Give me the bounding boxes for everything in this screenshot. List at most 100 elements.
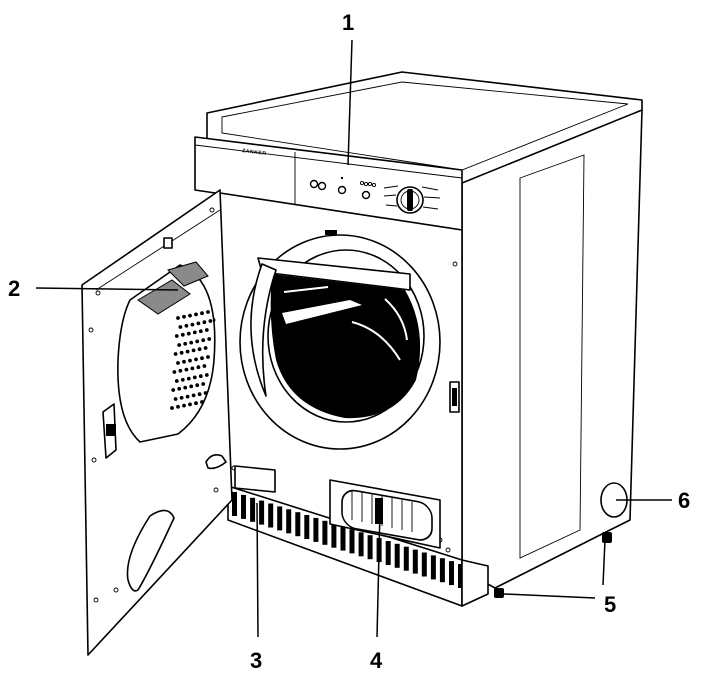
filter-hole	[183, 385, 188, 390]
filter-hole	[174, 334, 179, 338]
program-button-mid[interactable]	[337, 185, 347, 195]
grille-slot	[358, 532, 364, 557]
dryer-door[interactable]	[81, 189, 233, 656]
filter-hole	[188, 358, 192, 363]
grille-slot	[304, 515, 310, 539]
option-led-row	[359, 180, 377, 188]
grille-slot	[349, 529, 355, 554]
filter-hole	[184, 323, 189, 328]
filter-hole	[204, 373, 209, 377]
filter-hole	[179, 350, 184, 355]
grille-slot	[250, 497, 256, 522]
filter-hole	[177, 386, 182, 391]
filter-hole	[207, 337, 212, 341]
grille-slot	[241, 494, 246, 519]
filter-hole	[182, 314, 186, 319]
grille-slot	[421, 552, 427, 577]
filter-hole	[198, 329, 203, 334]
control-panel-details: ZANKER	[242, 148, 441, 214]
filter-hole	[192, 375, 197, 380]
grille-slot	[367, 535, 373, 560]
callout-1: 1	[342, 10, 354, 35]
grille-slot	[232, 492, 237, 516]
grille-slot	[403, 546, 409, 571]
filter-hole	[191, 348, 196, 353]
grille-slot	[439, 558, 445, 583]
filter-hole	[183, 341, 188, 346]
program-button-right[interactable]	[361, 190, 371, 200]
filter-hole	[185, 349, 190, 354]
filter-hole	[192, 330, 197, 335]
rating-plate	[234, 465, 276, 493]
filter-hole	[201, 382, 206, 386]
callout-leaders	[35, 39, 672, 638]
filter-hole	[198, 374, 203, 379]
filter-hole	[176, 404, 180, 409]
side-recess	[519, 154, 585, 559]
grille-slot	[394, 543, 400, 568]
filter-hole	[204, 328, 209, 332]
filter-hole	[178, 368, 183, 373]
door-hinge-lower	[205, 454, 227, 470]
foot-rear	[602, 532, 612, 543]
filter-hole	[170, 406, 174, 410]
filter-hole	[200, 311, 204, 316]
filter-hole	[189, 340, 194, 345]
door-filter-housing	[117, 261, 216, 443]
grille-slot	[286, 509, 292, 534]
filter-hole	[202, 364, 207, 368]
grille-slot	[331, 523, 337, 548]
filter-hole	[174, 379, 179, 383]
program-button-left[interactable]	[317, 181, 327, 191]
foot-front	[494, 588, 504, 598]
filter-hole	[206, 355, 210, 359]
filter-hole	[176, 316, 180, 320]
door-hinge-upper	[163, 237, 173, 249]
filter-hole	[195, 383, 200, 388]
filter-hole	[178, 325, 183, 329]
filter-hole	[182, 359, 186, 364]
callout-labels: 1 2 3 4 5 6	[8, 10, 690, 673]
grille-slot	[385, 541, 391, 565]
filter-hole	[186, 376, 191, 381]
callout-6: 6	[678, 488, 690, 513]
filter-hole	[184, 367, 189, 372]
filter-hole	[203, 391, 208, 395]
filter-hole	[190, 366, 195, 371]
door-catch	[325, 230, 337, 235]
grille-slots	[232, 492, 463, 588]
filter-hole	[188, 313, 192, 318]
filter-hole	[188, 402, 192, 407]
callout-5: 5	[604, 592, 616, 617]
filter-hole	[173, 397, 178, 401]
filter-hole	[196, 321, 201, 326]
grille-slot	[277, 506, 283, 531]
filter-hole	[194, 357, 198, 362]
grille-slot	[449, 561, 454, 586]
indicator-light	[309, 179, 319, 189]
grille-slot	[340, 526, 346, 551]
grille-slot	[322, 520, 328, 545]
filter-hole	[194, 312, 198, 317]
filter-hole	[186, 331, 191, 336]
filter-hole	[191, 393, 196, 398]
grille-slot	[295, 512, 301, 537]
callout-4: 4	[370, 648, 383, 673]
condenser-access-panel[interactable]	[329, 479, 441, 549]
front-details	[225, 230, 628, 553]
filter-hole	[194, 401, 198, 406]
filter-hole	[208, 319, 213, 323]
filter-hole	[202, 320, 207, 325]
brand-logo: ZANKER	[242, 148, 267, 157]
filter-hole	[196, 365, 201, 370]
grille-slot	[259, 500, 265, 525]
filter-hole	[182, 403, 186, 408]
grille-slot	[313, 517, 319, 542]
filter-hole	[206, 310, 210, 314]
callout-2: 2	[8, 276, 20, 301]
filter-hole	[180, 332, 185, 337]
timer-dial[interactable]	[383, 185, 441, 214]
filter-hole	[173, 352, 178, 356]
grille-slot	[458, 564, 463, 588]
